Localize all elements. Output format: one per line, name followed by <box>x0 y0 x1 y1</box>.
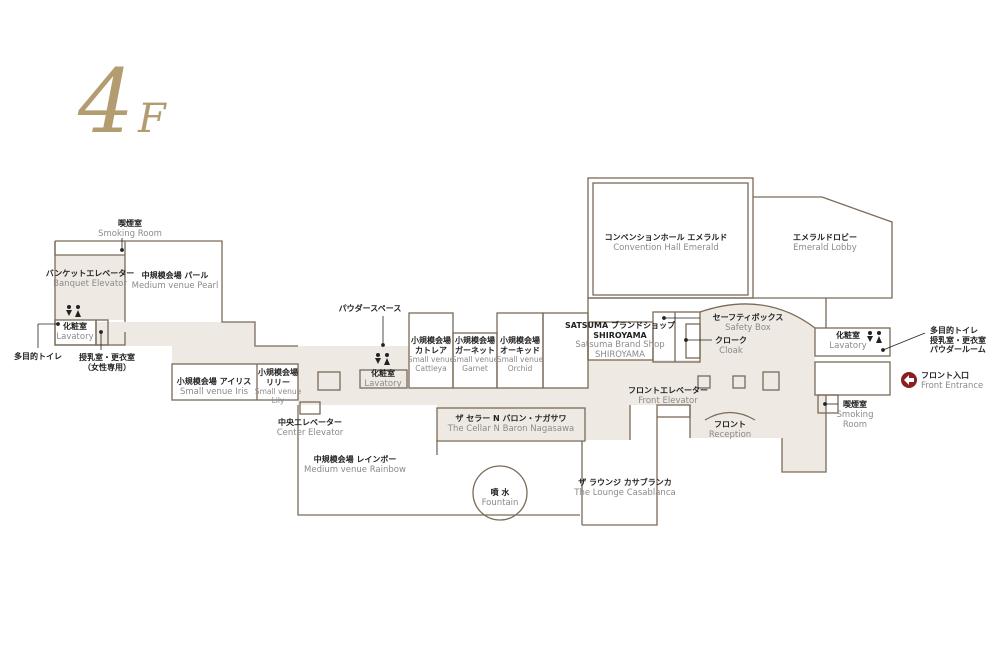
restroom-icon <box>66 305 81 317</box>
label-nursing-room-left: 授乳室・更衣室（女性専用） <box>79 353 135 372</box>
leader-lines <box>37 238 926 406</box>
front-entrance-arrow-icon <box>901 372 917 388</box>
walls <box>54 177 893 526</box>
corridor-area <box>55 255 826 472</box>
restroom-icon <box>375 353 390 365</box>
restroom-icons <box>66 305 882 365</box>
label-powder-space: パウダースペース <box>338 304 402 313</box>
restroom-icon <box>867 331 882 343</box>
label-multipurpose-right: 多目的トイレ授乳室・更衣室パウダールーム <box>930 326 986 355</box>
label-multipurpose-toilet-left: 多目的トイレ <box>14 352 62 361</box>
